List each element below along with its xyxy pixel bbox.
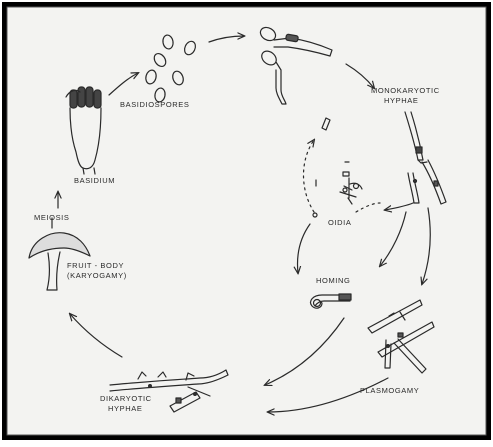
label-dikaryotic: DIKARYOTIC	[100, 394, 152, 403]
label-monokaryotic-hyphae: HYPHAE	[384, 96, 418, 105]
label-homing: HOMING	[316, 276, 350, 285]
cycle-arrows	[51, 36, 431, 412]
label-basidiospores: BASIDIOSPORES	[120, 100, 190, 109]
arrow-monokaryotic-to-oidia	[385, 202, 414, 210]
arrow-plasmogamy-to-dikaryotic	[268, 377, 389, 412]
oidia-illustration	[312, 117, 363, 218]
basidium-illustration	[65, 86, 102, 175]
oidia-recycle-path	[303, 140, 381, 213]
label-basidium: BASIDIUM	[74, 176, 115, 185]
paper-area	[6, 6, 487, 436]
monokaryotic-hyphae-illustration	[404, 111, 447, 205]
label-karyogamy: (KARYOGAMY)	[67, 271, 127, 280]
arrow-germination-to-monokaryotic	[345, 63, 374, 88]
label-monokaryotic: MONOKARYOTIC	[371, 86, 440, 95]
arrow-basidium-to-spores	[108, 73, 138, 96]
arrow-homing-to-dikaryotic	[265, 317, 345, 385]
label-fruit-body: FRUIT - BODY	[67, 261, 124, 270]
label-oidia: OIDIA	[328, 218, 351, 227]
fruit-body-illustration	[28, 232, 91, 291]
basidiospores-illustration	[145, 34, 197, 103]
label-plasmogamy: PLASMOGAMY	[360, 386, 419, 395]
arrow-monokaryotic-to-plasmogamy	[422, 207, 431, 284]
arrow-dikaryotic-to-fruit-body	[70, 314, 123, 358]
plasmogamy-illustration	[367, 299, 435, 374]
label-dikaryotic-hyphae: HYPHAE	[108, 404, 142, 413]
germinating-spores-illustration	[259, 26, 333, 105]
arrow-oidia-to-homing	[298, 223, 311, 273]
label-meiosis: MEIOSIS	[34, 213, 69, 222]
dikaryotic-hyphae-illustration	[109, 369, 229, 413]
arrow-spores-to-germination	[208, 36, 244, 43]
homing-illustration	[310, 293, 352, 309]
arrow-monokaryotic-to-homing	[380, 211, 407, 266]
